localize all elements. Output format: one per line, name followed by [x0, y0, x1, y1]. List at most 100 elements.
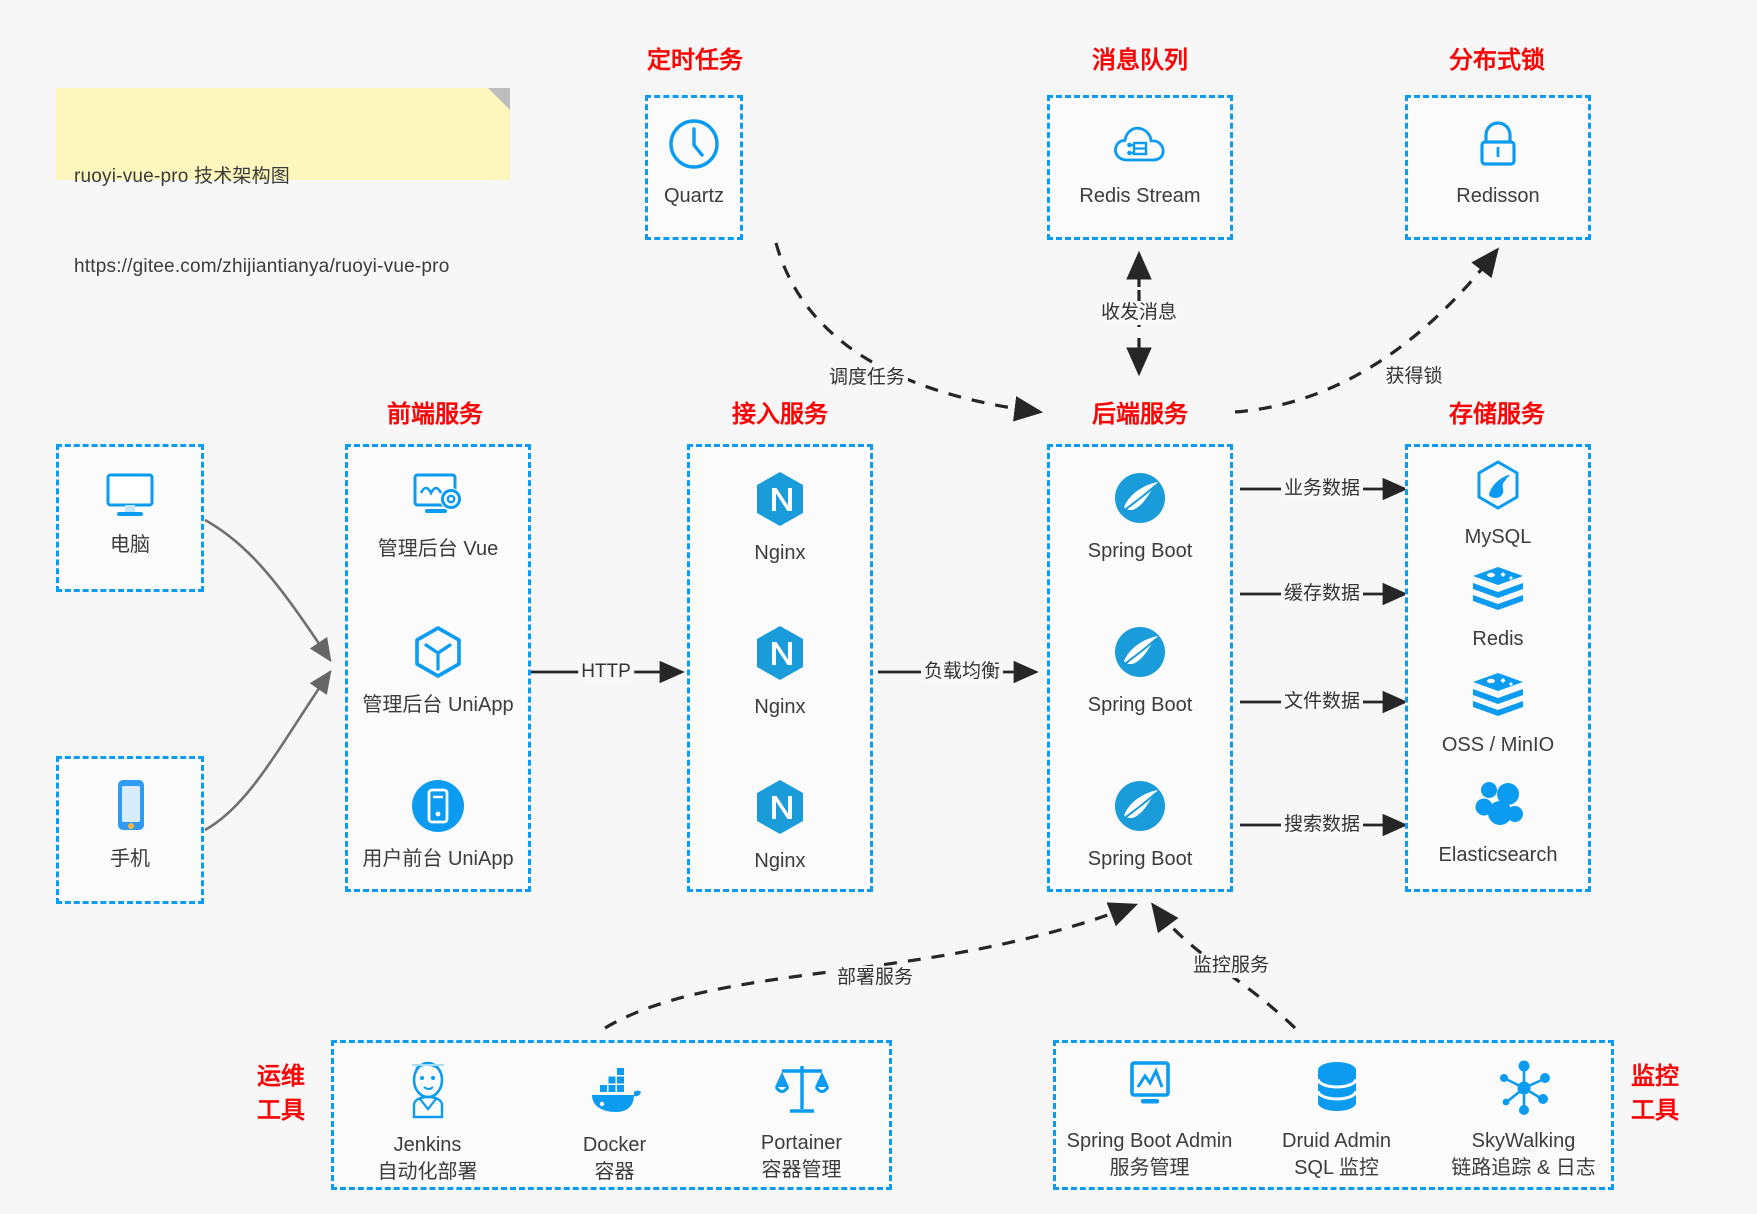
node-label: MySQL	[1464, 526, 1532, 548]
lock-icon	[1408, 116, 1588, 177]
node-admin-uniapp[interactable]: 管理后台 UniApp	[348, 623, 528, 718]
node-nginx-3[interactable]: Nginx	[690, 777, 870, 874]
group-title-backend-service: 后端服务	[1092, 401, 1188, 428]
node-label: Elasticsearch	[1438, 844, 1558, 866]
node-druid-admin[interactable]: Druid Admin SQL 监控	[1243, 1059, 1430, 1182]
node-sublabel: 链路追踪 & 日志	[1451, 1157, 1596, 1179]
node-label: Redis	[1472, 628, 1524, 650]
node-docker[interactable]: Docker 容器	[521, 1059, 708, 1186]
group-box-backend-service: Spring Boot Spring Boot Spring Boot	[1047, 444, 1233, 892]
node-oss-minio[interactable]: OSS / MinIO	[1408, 669, 1588, 758]
edge-label-monitor-service: 监控服务	[1189, 954, 1273, 978]
node-jenkins[interactable]: Jenkins 自动化部署	[334, 1059, 521, 1186]
note-line-1: ruoyi-vue-pro 技术架构图	[74, 166, 291, 187]
spring-boot-icon	[1050, 469, 1230, 532]
edge-label-cache-data: 缓存数据	[1280, 582, 1364, 606]
group-title-frontend-service: 前端服务	[387, 401, 483, 428]
edge-label-business-data: 业务数据	[1280, 477, 1364, 501]
node-label: Redisson	[1456, 185, 1540, 207]
cube-icon	[348, 623, 528, 686]
node-label: Spring Boot	[1087, 694, 1193, 716]
node-spring-boot-3[interactable]: Spring Boot	[1050, 777, 1230, 872]
skywalking-icon	[1430, 1059, 1617, 1122]
node-label: 用户前台 UniApp	[362, 848, 514, 870]
database-icon	[1243, 1059, 1430, 1122]
node-label: Nginx	[754, 696, 806, 718]
node-label: 管理后台 UniApp	[362, 694, 514, 716]
group-box-storage-service: MySQL Redis	[1405, 444, 1591, 892]
group-title-distributed-lock: 分布式锁	[1449, 47, 1545, 74]
node-sublabel: 服务管理	[1109, 1157, 1190, 1179]
node-nginx-2[interactable]: Nginx	[690, 623, 870, 720]
node-mobile[interactable]: 手机	[59, 777, 201, 872]
nginx-icon	[690, 469, 870, 534]
group-title-devops-tools: 运维 工具	[257, 1063, 305, 1124]
title-note: ruoyi-vue-pro 技术架构图 https://gitee.com/zh…	[56, 88, 510, 277]
group-title-storage-service: 存储服务	[1449, 401, 1545, 428]
node-nginx-1[interactable]: Nginx	[690, 469, 870, 566]
node-sublabel: 容器	[594, 1161, 635, 1183]
node-label: 手机	[110, 848, 150, 870]
mobile-phone-icon	[59, 777, 201, 840]
node-label: Portainer	[760, 1132, 843, 1154]
jenkins-icon	[334, 1059, 521, 1126]
node-redisson[interactable]: Redisson	[1408, 116, 1588, 209]
node-label: 电脑	[110, 534, 150, 556]
node-sublabel: 容器管理	[761, 1159, 842, 1181]
spring-boot-icon	[1050, 777, 1230, 840]
mysql-icon	[1408, 459, 1588, 518]
node-label: SkyWalking	[1471, 1130, 1576, 1152]
node-label: OSS / MinIO	[1441, 734, 1555, 756]
nginx-icon	[690, 777, 870, 842]
group-title-monitor-tools: 监控 工具	[1631, 1063, 1679, 1124]
nginx-icon	[690, 623, 870, 688]
group-box-scheduled-task: Quartz	[645, 95, 743, 240]
node-sublabel: SQL 监控	[1294, 1157, 1379, 1179]
node-quartz[interactable]: Quartz	[648, 116, 740, 209]
group-title-scheduled-task: 定时任务	[647, 47, 743, 74]
node-label: Spring Boot	[1087, 540, 1193, 562]
node-spring-boot-1[interactable]: Spring Boot	[1050, 469, 1230, 564]
desktop-monitor-icon	[59, 469, 201, 526]
edge-label-load-balance: 负载均衡	[920, 660, 1004, 684]
node-label: 管理后台 Vue	[377, 538, 499, 560]
node-label: Spring Boot Admin	[1066, 1130, 1233, 1152]
node-label: Druid Admin	[1282, 1130, 1391, 1152]
note-line-2: https://gitee.com/zhijiantianya/ruoyi-vu…	[74, 256, 450, 277]
clock-icon	[648, 116, 740, 177]
node-label: Nginx	[754, 542, 806, 564]
node-portainer[interactable]: Portainer 容器管理	[708, 1059, 895, 1184]
node-mysql[interactable]: MySQL	[1408, 459, 1588, 550]
edge-label-file-data: 文件数据	[1280, 690, 1364, 714]
node-skywalking[interactable]: SkyWalking 链路追踪 & 日志	[1430, 1059, 1617, 1182]
docker-icon	[521, 1059, 708, 1126]
edge-label-deploy-service: 部署服务	[833, 966, 917, 990]
edge-label-acquire-lock: 获得锁	[1382, 365, 1446, 389]
node-label: Nginx	[754, 850, 806, 872]
node-admin-vue[interactable]: 管理后台 Vue	[348, 469, 528, 562]
edge-label-http: HTTP	[578, 660, 634, 684]
group-box-frontend-service: 管理后台 Vue 管理后台 UniApp 用户前台 UniApp	[345, 444, 531, 892]
group-box-monitor-tools: Spring Boot Admin 服务管理 Druid Admin SQL 监…	[1053, 1040, 1614, 1190]
group-box-access-service: Nginx Nginx Nginx	[687, 444, 873, 892]
node-label: Docker	[582, 1134, 647, 1156]
node-redis-stream[interactable]: Redis Stream	[1050, 116, 1230, 209]
node-elasticsearch[interactable]: Elasticsearch	[1408, 777, 1588, 868]
node-spring-boot-2[interactable]: Spring Boot	[1050, 623, 1230, 718]
node-user-uniapp[interactable]: 用户前台 UniApp	[348, 777, 528, 872]
node-label: Jenkins	[393, 1134, 462, 1156]
dashboard-gear-icon	[348, 469, 528, 530]
node-redis[interactable]: Redis	[1408, 563, 1588, 652]
node-sublabel: 自动化部署	[377, 1161, 478, 1183]
node-desktop[interactable]: 电脑	[59, 469, 201, 558]
scales-icon	[708, 1059, 895, 1124]
group-box-devops-tools: Jenkins 自动化部署 Docker 容器	[331, 1040, 892, 1190]
redis-icon	[1408, 669, 1588, 726]
node-spring-boot-admin[interactable]: Spring Boot Admin 服务管理	[1056, 1059, 1243, 1182]
edge-label-schedule-task: 调度任务	[825, 366, 909, 390]
edge-label-send-receive-message: 收发消息	[1097, 301, 1181, 325]
group-title-access-service: 接入服务	[732, 401, 828, 428]
group-box-distributed-lock: Redisson	[1405, 95, 1591, 240]
edge-label-search-data: 搜索数据	[1280, 813, 1364, 837]
